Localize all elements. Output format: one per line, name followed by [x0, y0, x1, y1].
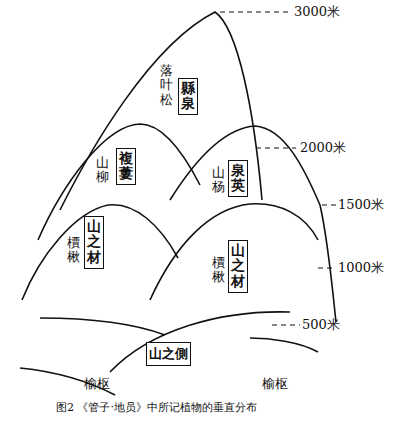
zone-name: 縣泉 [181, 81, 195, 112]
foothill-line [20, 368, 115, 395]
plant-label: 檟楸 [212, 256, 225, 285]
elevation-label: 500米 [302, 318, 340, 332]
zone-box: 縣泉 [178, 78, 198, 115]
zone-box: 山之材 [84, 216, 104, 269]
plant-label: 榆枢 [262, 377, 288, 391]
right-lower-ridge [150, 204, 318, 300]
foothill-line [250, 338, 318, 352]
zone-name: 山之側 [149, 345, 188, 363]
zone-box: 複蔞 [116, 148, 136, 185]
elevation-label: 1000米 [338, 261, 384, 275]
zone-name: 山之材 [87, 219, 101, 265]
zone-name: 山之材 [231, 243, 245, 289]
elevation-dash [322, 205, 336, 206]
left-lower-ridge [22, 205, 178, 300]
plant-label: 山柳 [96, 156, 109, 185]
plant-label: 山杨 [212, 166, 225, 195]
plant-label: 落叶松 [160, 64, 173, 107]
foothill-line [40, 318, 165, 335]
zone-box: 泉英 [228, 160, 248, 197]
elevation-label: 1500米 [338, 198, 384, 212]
elevation-dash [220, 12, 290, 13]
zone-box: 山之側 [146, 342, 191, 366]
main-peak-outline [60, 12, 262, 210]
right-middle-ridge [170, 126, 336, 322]
elevation-dash [318, 268, 336, 269]
zone-box: 山之材 [228, 240, 248, 293]
plant-label: 檟楸 [67, 236, 80, 265]
foothill-line [110, 312, 290, 372]
plant-label: 榆枢 [84, 377, 110, 391]
zone-name: 泉英 [231, 163, 245, 194]
elevation-dash [272, 325, 300, 326]
left-middle-ridge [38, 124, 200, 240]
elevation-label: 2000米 [300, 141, 346, 155]
elevation-label: 3000米 [294, 5, 340, 19]
figure-caption: 图2 《管子·地员》中所记植物的垂直分布 [56, 400, 257, 415]
elevation-dash [256, 148, 296, 149]
zone-name: 複蔞 [119, 151, 133, 182]
